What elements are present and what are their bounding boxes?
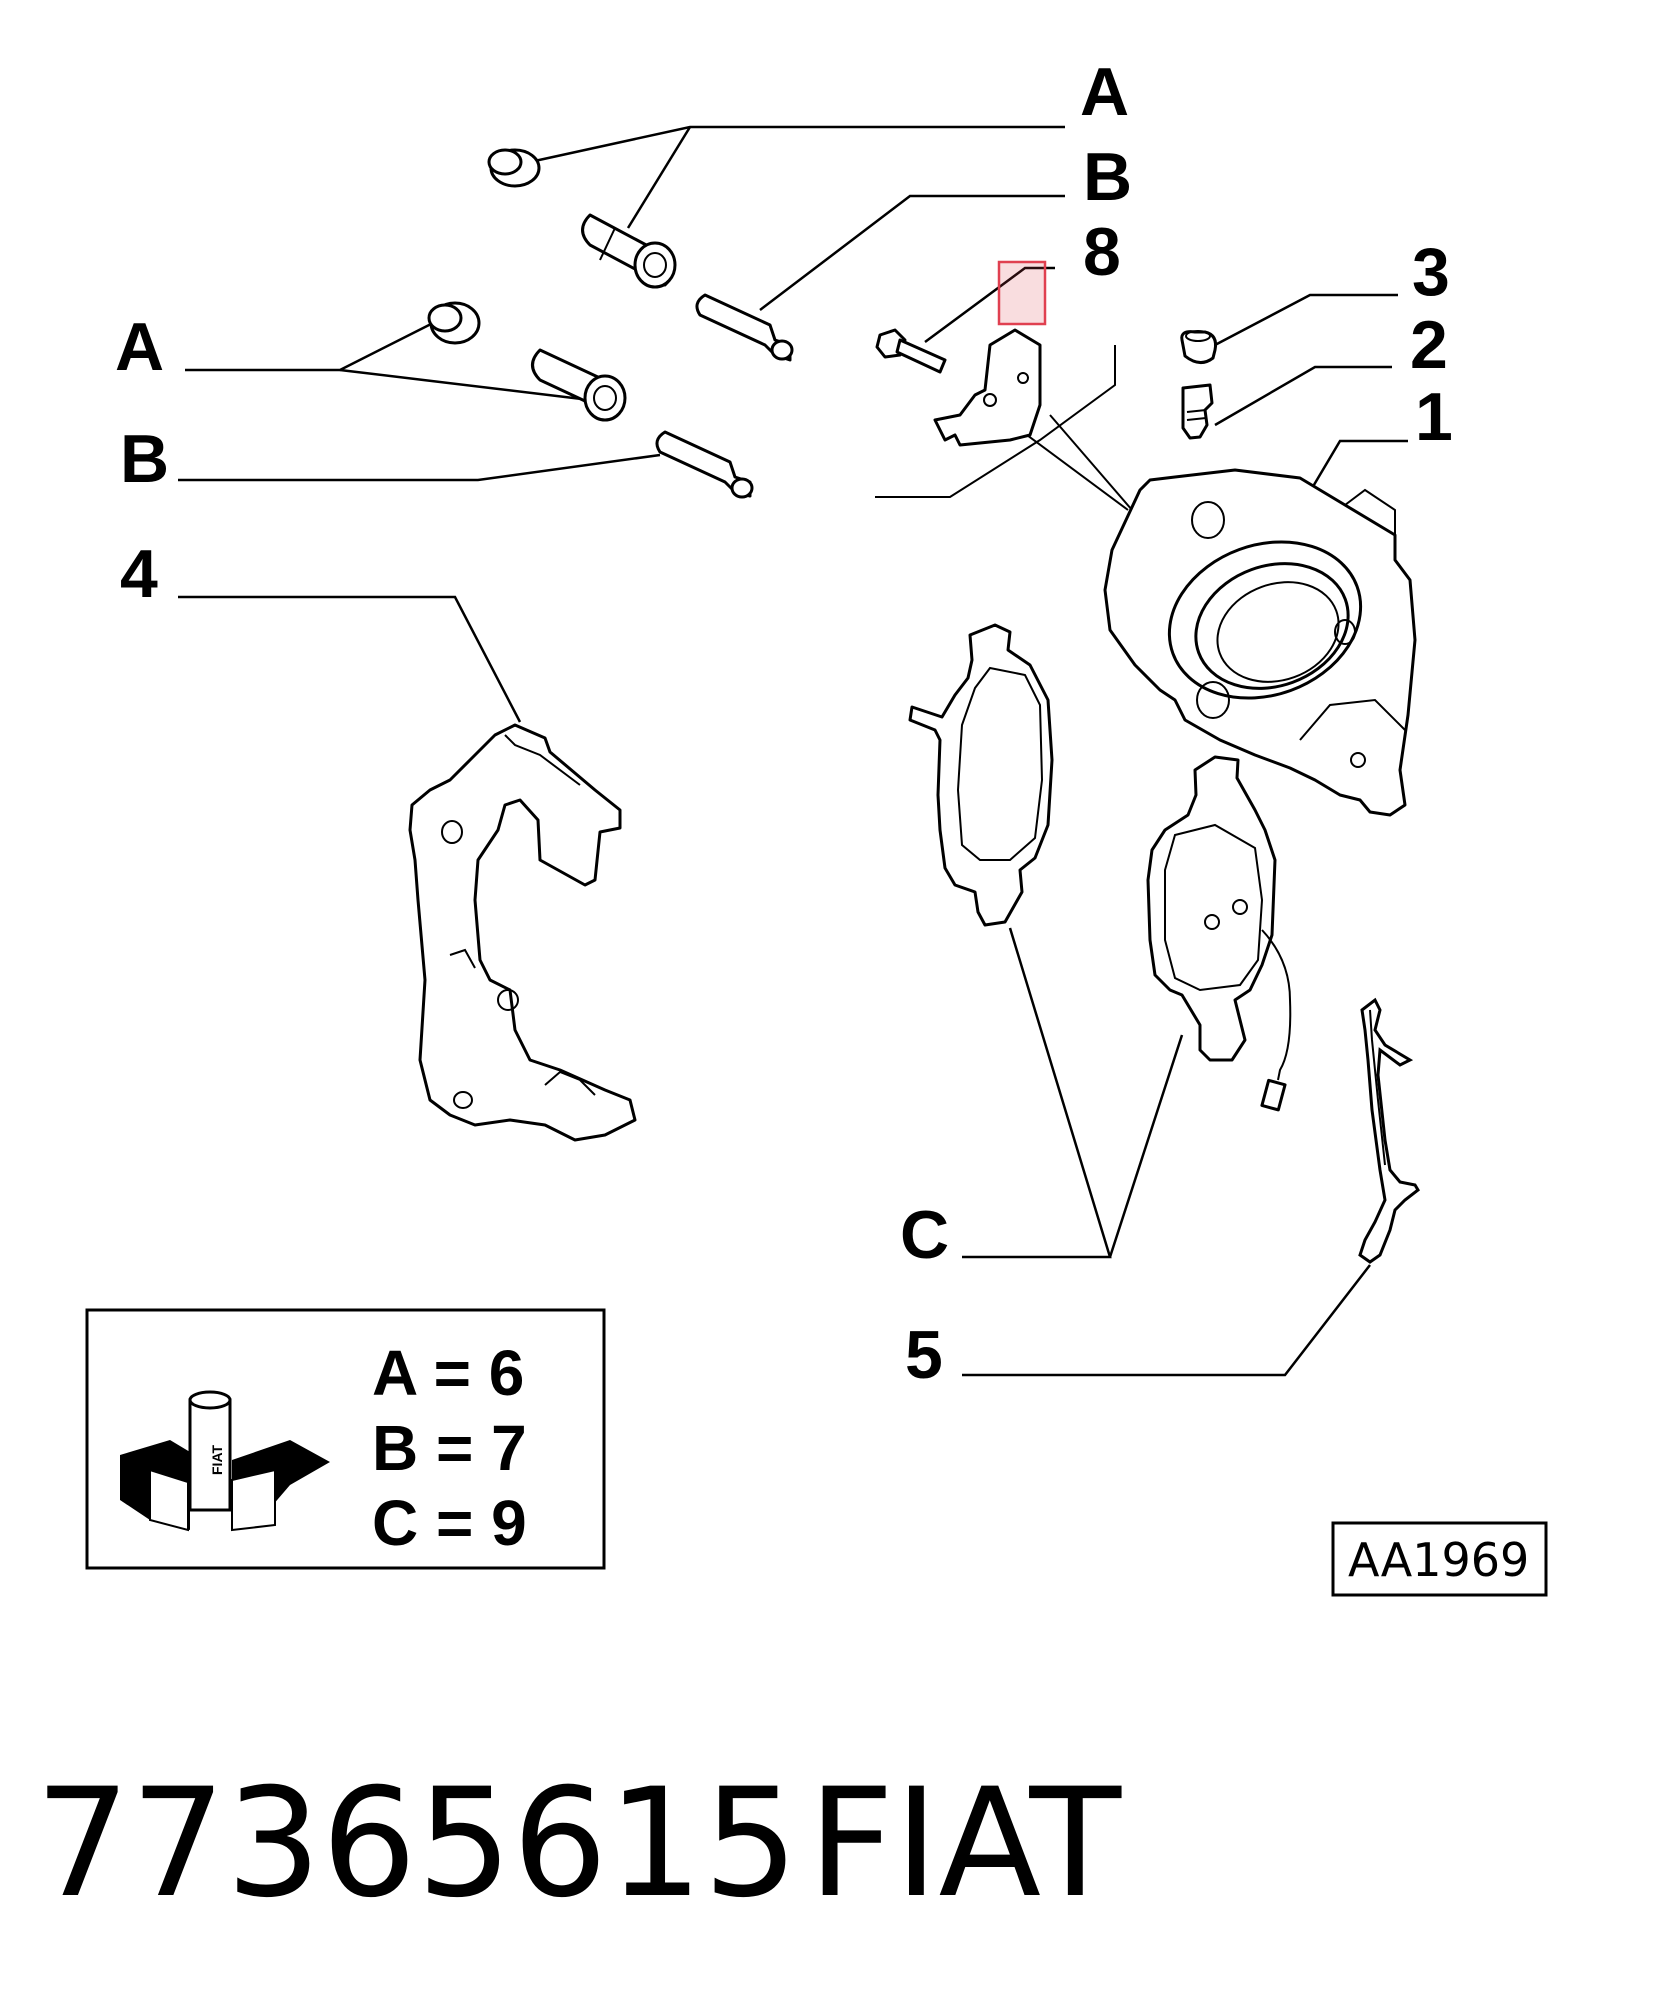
legend-b: B = 7 [372,1412,527,1484]
kit-legend-box: FIAT A = 6 B = 7 C = 9 [85,1308,606,1570]
guide-pin-left [655,430,754,499]
legend-a: A = 6 [372,1337,524,1409]
legend-c: C = 9 [372,1487,527,1559]
callout-a-left: A [115,309,164,385]
anti-rattle-spring-clip [1358,997,1420,1264]
callout-8: 8 [1083,214,1121,290]
guide-bushing-left-small [427,301,481,345]
kit-package-icon: FIAT [120,1390,330,1532]
callout-2: 2 [1410,307,1448,383]
reference-code-box: AA1969 [1331,1521,1548,1597]
guide-bushing-top-small [487,148,541,188]
callout-5: 5 [905,1317,943,1393]
callout-3: 3 [1412,234,1450,310]
callout-b-left: B [120,421,169,497]
caliper-bracket-plate [933,328,1042,447]
kit-package-brand: FIAT [209,1444,225,1475]
caliper-carrier-bracket [408,723,637,1142]
callout-b-top: B [1083,139,1132,215]
brand-name: FIAT [808,1757,1122,1931]
guide-bushing-top-large [581,213,677,289]
callout-c: C [900,1197,949,1273]
leader-lines [178,125,1408,1377]
callout-1: 1 [1415,379,1453,455]
footer: 77365615 FIAT [35,1757,1122,1931]
brake-pad-inner [908,623,1054,927]
callout-a-top: A [1080,54,1129,130]
guide-pin-top [695,293,794,362]
part-number: 77365615 [35,1757,798,1931]
bleed-cap [1180,330,1217,364]
caliper-body [1103,468,1417,817]
guide-bushing-left-large [531,348,627,422]
bolt [875,328,947,374]
reference-code: AA1969 [1348,1533,1529,1587]
part-8-highlight [997,260,1047,326]
callout-4: 4 [120,536,158,612]
bleed-screw [1181,383,1214,440]
callout-labels: A B 8 3 2 1 A B 4 C 5 [115,54,1453,1393]
brake-pad-outer [1146,755,1292,1112]
